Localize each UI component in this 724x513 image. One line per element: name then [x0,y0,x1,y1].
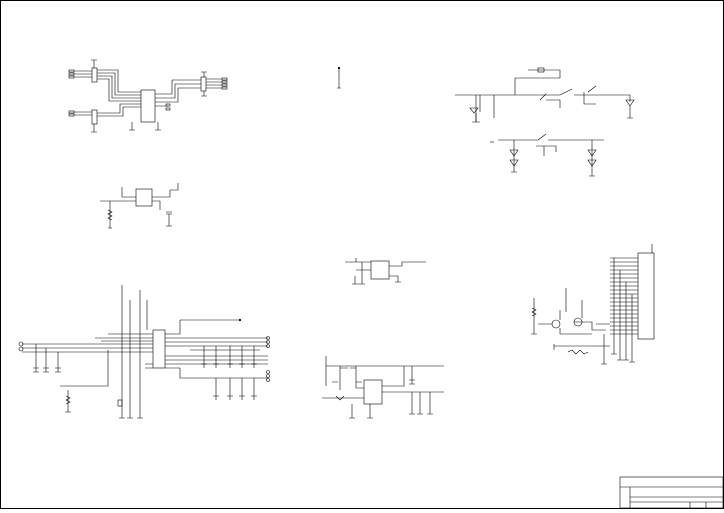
test-point [337,66,341,89]
regulator-mid [345,258,426,285]
regulator-ic [135,188,153,207]
regulator-small [100,183,179,229]
title-block [619,476,724,509]
connector-j3 [200,76,207,92]
connector-bridge-ic [68,59,228,133]
switch-diode-network [455,67,635,177]
power-supply [322,356,444,419]
transistor-connector [531,244,655,365]
connector-j2 [91,109,98,125]
ic-bus-u1 [152,329,166,369]
ic-u1 [140,89,156,123]
connector-j4 [637,252,655,340]
connector-j1 [91,67,98,83]
power-ic [363,379,383,405]
multi-ic-bus [18,285,270,419]
regulator-ic-2 [370,260,390,280]
